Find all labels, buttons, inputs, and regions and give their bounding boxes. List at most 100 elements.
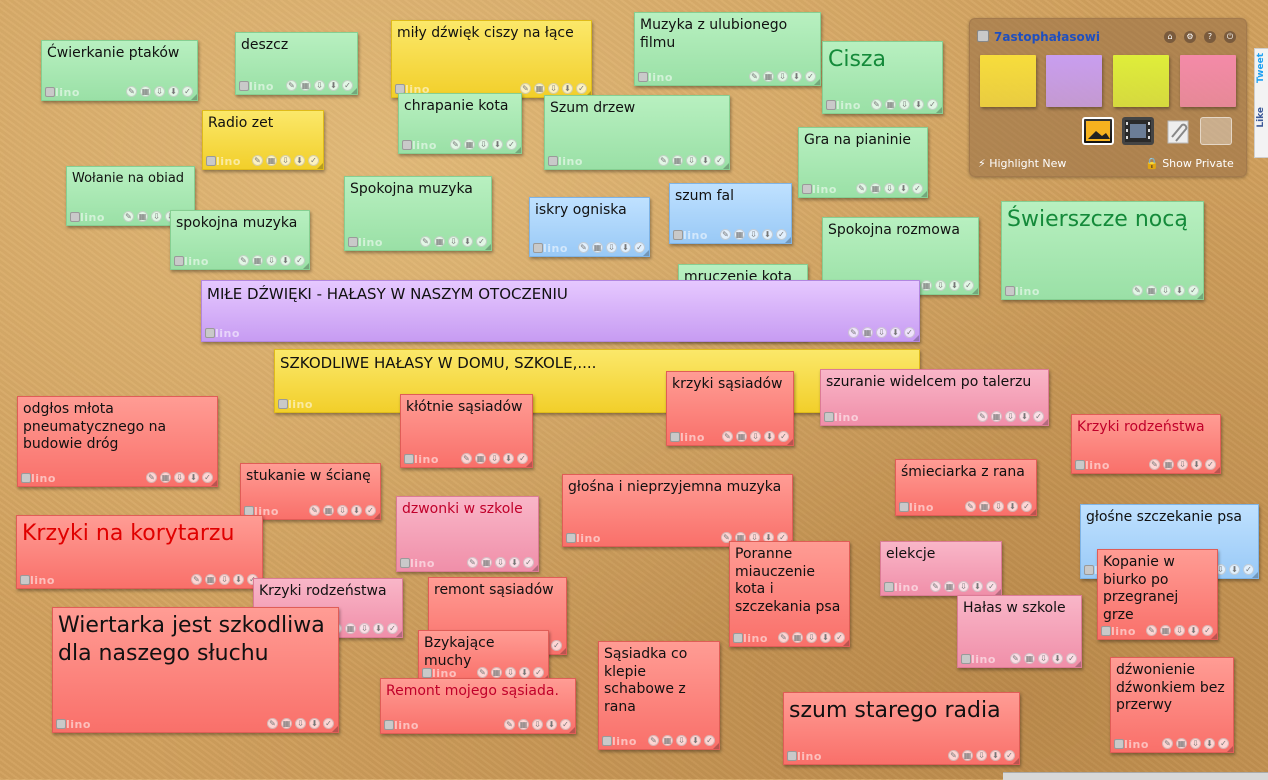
resize-handle-icon[interactable] xyxy=(485,244,491,250)
move-down-icon[interactable]: ⬇ xyxy=(188,472,199,483)
check-icon[interactable]: ✓ xyxy=(1243,564,1254,575)
move-down-icon[interactable]: ⬇ xyxy=(1174,285,1185,296)
author-avatar-icon[interactable] xyxy=(787,751,797,761)
author-avatar-icon[interactable] xyxy=(21,473,31,483)
download-icon[interactable]: ⇩ xyxy=(448,236,459,247)
resize-handle-icon[interactable] xyxy=(191,94,197,100)
transparent-sticky-swatch[interactable] xyxy=(1200,117,1232,145)
download-icon[interactable]: ⇩ xyxy=(606,242,617,253)
author-avatar-icon[interactable] xyxy=(384,720,394,730)
move-down-icon[interactable]: ⬇ xyxy=(503,453,514,464)
check-icon[interactable]: ✓ xyxy=(963,280,974,291)
edit-icon[interactable]: ✎ xyxy=(123,211,134,222)
move-down-icon[interactable]: ⬇ xyxy=(351,505,362,516)
calendar-icon[interactable]: ▦ xyxy=(205,574,216,585)
check-icon[interactable]: ✓ xyxy=(1066,653,1077,664)
download-icon[interactable]: ⇩ xyxy=(266,255,277,266)
edit-icon[interactable]: ✎ xyxy=(286,80,297,91)
author-avatar-icon[interactable] xyxy=(548,156,558,166)
download-icon[interactable]: ⇩ xyxy=(1215,564,1226,575)
check-icon[interactable]: ✓ xyxy=(1021,501,1032,512)
download-icon[interactable]: ⇩ xyxy=(876,327,887,338)
author-avatar-icon[interactable] xyxy=(733,633,743,643)
download-icon[interactable]: ⇩ xyxy=(154,86,165,97)
resize-handle-icon[interactable] xyxy=(1211,633,1217,639)
edit-icon[interactable]: ✎ xyxy=(267,718,278,729)
download-icon[interactable]: ⇩ xyxy=(151,211,162,222)
move-down-icon[interactable]: ⬇ xyxy=(820,632,831,643)
edit-icon[interactable]: ✎ xyxy=(930,581,941,592)
calendar-icon[interactable]: ▦ xyxy=(885,99,896,110)
edit-icon[interactable]: ✎ xyxy=(420,236,431,247)
edit-icon[interactable]: ✎ xyxy=(658,155,669,166)
resize-handle-icon[interactable] xyxy=(351,88,357,94)
download-icon[interactable]: ⇩ xyxy=(1177,459,1188,470)
check-icon[interactable]: ✓ xyxy=(714,155,725,166)
move-down-icon[interactable]: ⬇ xyxy=(309,718,320,729)
move-down-icon[interactable]: ⬇ xyxy=(1019,411,1030,422)
resize-handle-icon[interactable] xyxy=(1197,293,1203,299)
author-avatar-icon[interactable] xyxy=(533,243,543,253)
author-avatar-icon[interactable] xyxy=(205,328,215,338)
edit-icon[interactable]: ✎ xyxy=(722,431,733,442)
author-avatar-icon[interactable] xyxy=(1084,565,1094,575)
author-avatar-icon[interactable] xyxy=(1114,739,1124,749)
calendar-icon[interactable]: ▦ xyxy=(763,71,774,82)
edit-icon[interactable]: ✎ xyxy=(238,255,249,266)
edit-icon[interactable]: ✎ xyxy=(1149,459,1160,470)
check-icon[interactable]: ✓ xyxy=(342,80,353,91)
author-avatar-icon[interactable] xyxy=(404,454,414,464)
calendar-icon[interactable]: ▦ xyxy=(137,211,148,222)
resize-handle-icon[interactable] xyxy=(643,250,649,256)
download-icon[interactable]: ⇩ xyxy=(489,453,500,464)
check-icon[interactable]: ✓ xyxy=(904,327,915,338)
check-icon[interactable]: ✓ xyxy=(634,242,645,253)
download-icon[interactable]: ⇩ xyxy=(478,139,489,150)
author-avatar-icon[interactable] xyxy=(884,582,894,592)
calendar-icon[interactable]: ▦ xyxy=(870,183,881,194)
move-down-icon[interactable]: ⬇ xyxy=(462,236,473,247)
author-avatar-icon[interactable] xyxy=(899,502,909,512)
resize-handle-icon[interactable] xyxy=(843,640,849,646)
calendar-icon[interactable]: ▦ xyxy=(345,623,356,634)
highlight-new-toggle[interactable]: ⚡ Highlight New xyxy=(978,157,1067,170)
calendar-icon[interactable]: ▦ xyxy=(252,255,263,266)
check-icon[interactable]: ✓ xyxy=(1205,459,1216,470)
edit-icon[interactable]: ✎ xyxy=(1010,653,1021,664)
resize-handle-icon[interactable] xyxy=(1227,746,1233,752)
resize-handle-icon[interactable] xyxy=(995,589,1001,595)
author-avatar-icon[interactable] xyxy=(566,533,576,543)
user-avatar[interactable] xyxy=(977,30,989,42)
resize-handle-icon[interactable] xyxy=(723,163,729,169)
move-down-icon[interactable]: ⬇ xyxy=(1229,564,1240,575)
resize-handle-icon[interactable] xyxy=(332,726,338,732)
username-link[interactable]: 7astophałasowi xyxy=(994,30,1100,44)
help-icon[interactable]: ? xyxy=(1204,31,1216,43)
resize-handle-icon[interactable] xyxy=(1214,467,1220,473)
sticky-note-wiertarka[interactable]: Wiertarka jest szkodliwa dla naszego słu… xyxy=(52,607,339,733)
download-icon[interactable]: ⇩ xyxy=(1190,738,1201,749)
resize-handle-icon[interactable] xyxy=(317,163,323,169)
edit-icon[interactable]: ✎ xyxy=(191,574,202,585)
download-icon[interactable]: ⇩ xyxy=(993,501,1004,512)
move-down-icon[interactable]: ⬇ xyxy=(791,71,802,82)
author-avatar-icon[interactable] xyxy=(45,87,55,97)
resize-handle-icon[interactable] xyxy=(913,335,919,341)
check-icon[interactable]: ✓ xyxy=(365,505,376,516)
download-icon[interactable]: ⇩ xyxy=(748,229,759,240)
check-icon[interactable]: ✓ xyxy=(776,229,787,240)
resize-handle-icon[interactable] xyxy=(1075,661,1081,667)
edit-icon[interactable]: ✎ xyxy=(856,183,867,194)
